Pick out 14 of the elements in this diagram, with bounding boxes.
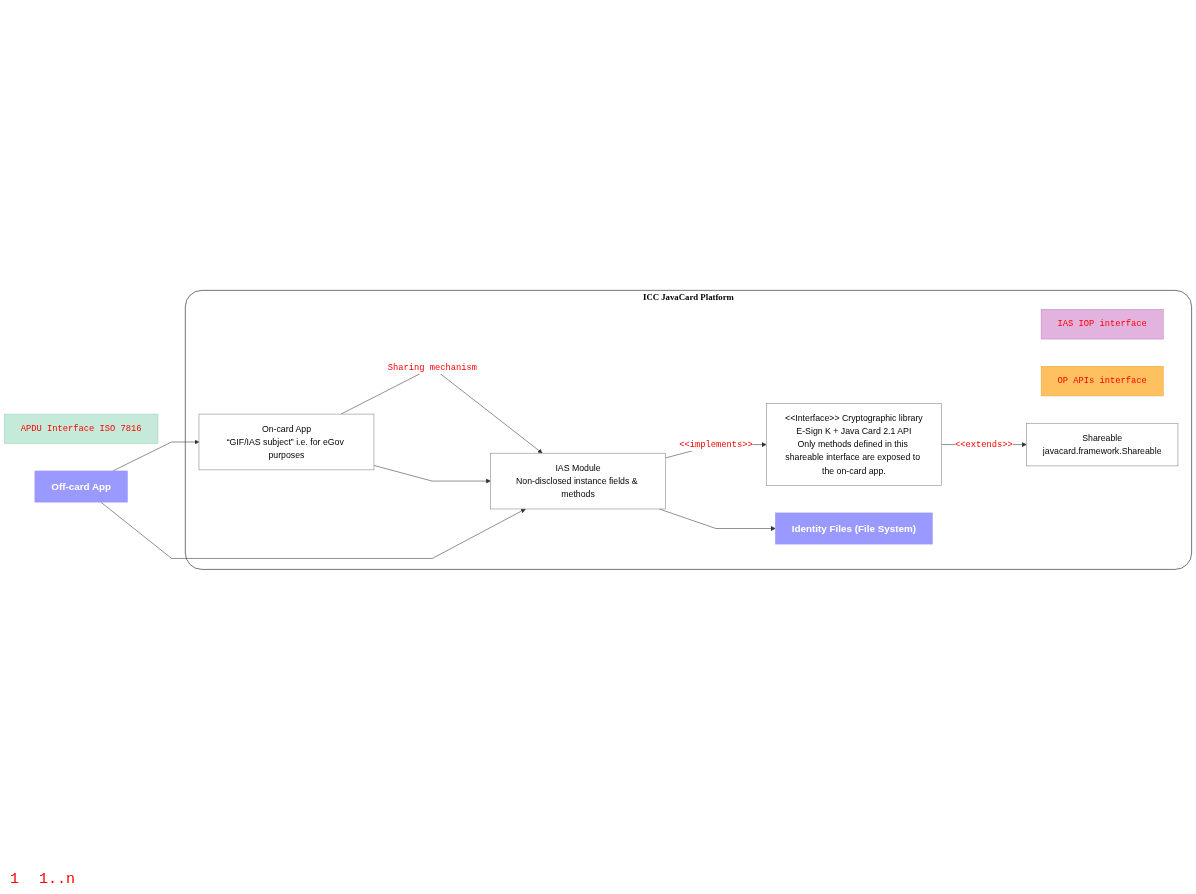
node-box: Shareable javacard.framework.Shareable [1026,423,1179,467]
node-box: Off-card App [34,470,128,503]
node-box: <<Interface>> Cryptographic library E-Sign K + Java Card 2.1 API Only methods defined in this shareable interface are exposed to the on-card app. [766,403,942,486]
node-box: IAS Module Non-disclosed instance fields & methods [490,453,666,510]
node-box: On-card App “GIF/IAS subject” i.e. for eGov purposes [198,413,375,471]
node-box: APDU Interface ISO 7816 [4,413,159,444]
edge-label: <<implements>> [679,439,753,450]
edge-label: <<extends>> [955,439,1013,450]
multiplicity-label: 1..n [39,871,76,888]
node-box: IAS IOP interface [1040,309,1164,340]
node-box: Identity Files (File System) [775,512,933,545]
multiplicity-label: 1 [10,871,19,888]
edge-label: Sharing mechanism [387,362,477,373]
node-box: OP APIs interface [1040,366,1164,397]
